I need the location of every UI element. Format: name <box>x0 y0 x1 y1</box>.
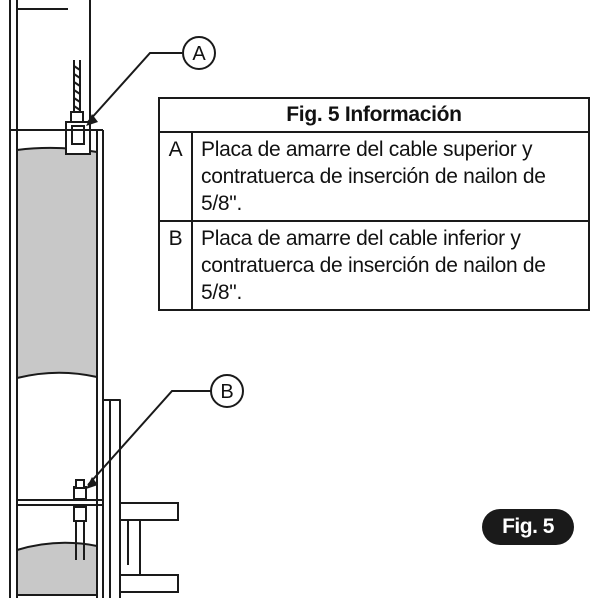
callout-a-letter: A <box>192 43 206 65</box>
bracket-tab-bottom <box>119 574 179 593</box>
bracket-tab-top <box>119 502 179 521</box>
figure-badge: Fig. 5 <box>482 509 574 545</box>
row-text: Placa de amarre del cable superior y con… <box>191 131 590 222</box>
row-key: A <box>158 131 193 222</box>
upper-panel <box>16 146 98 380</box>
info-table: Fig. 5 Información A Placa de amarre del… <box>158 97 590 311</box>
table-row: A Placa de amarre del cable superior y c… <box>158 131 590 222</box>
frame-bracket <box>103 399 121 598</box>
top-bracket <box>16 0 68 10</box>
row-key: B <box>158 220 193 311</box>
table-row: B Placa de amarre del cable inferior y c… <box>158 220 590 311</box>
upper-nut <box>70 111 84 123</box>
callout-b-letter: B <box>220 381 233 403</box>
callout-a <box>86 36 216 126</box>
row-text: Placa de amarre del cable inferior y con… <box>191 220 590 311</box>
bracket-channel <box>120 519 141 576</box>
callout-b <box>86 374 244 489</box>
table-title: Fig. 5 Información <box>158 97 590 133</box>
